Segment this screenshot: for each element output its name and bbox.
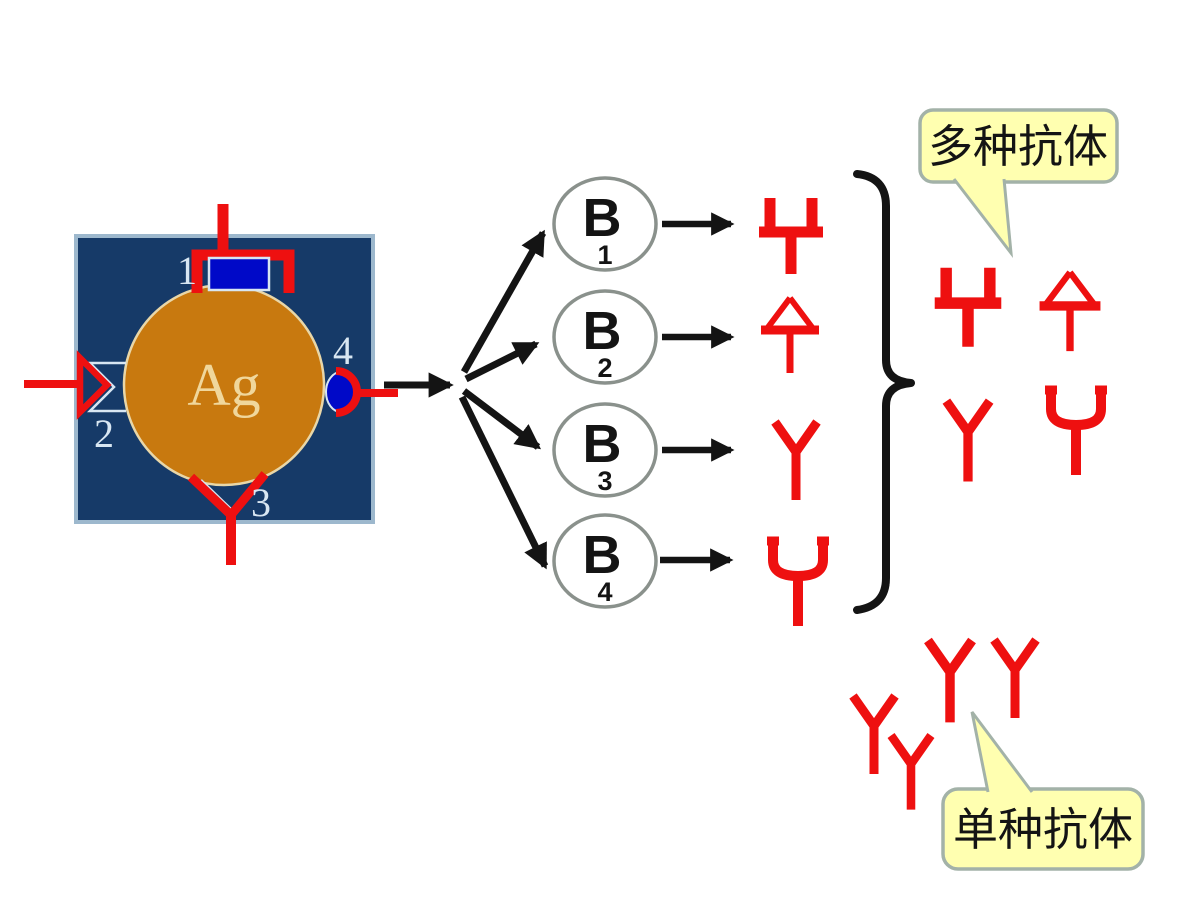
antibody-y-b3 xyxy=(775,422,817,500)
epitope-2-chevron xyxy=(86,361,126,413)
antibody-triangle-sample xyxy=(1040,272,1101,351)
b-cell-2-circle xyxy=(552,289,658,385)
b-cell-2-subscript: 2 xyxy=(597,353,612,383)
antigen-group: Ag 1 2 3 4 xyxy=(24,204,398,565)
antibody-square-u-b1 xyxy=(759,198,823,274)
b-cell-3: B 3 xyxy=(552,402,735,498)
antibody-y-clone-4 xyxy=(891,736,931,810)
b-cell-1-subscript: 1 xyxy=(597,240,612,270)
antibody-y-clone-2 xyxy=(994,640,1036,718)
b-cell-2: B 2 xyxy=(552,289,735,385)
arrow-to-b3 xyxy=(461,388,542,450)
callout-multiple-bubble xyxy=(918,108,1119,184)
callout-single-antibody: 单种抗体 xyxy=(941,711,1145,871)
b-cell-4-circle xyxy=(552,513,658,609)
antibody-round-u-b4 xyxy=(767,541,829,626)
b-cell-4: B 4 xyxy=(552,513,734,609)
antibody-clamp-top xyxy=(191,249,295,293)
epitope-2-label: 2 xyxy=(94,411,114,456)
b-cell-2-label: B xyxy=(583,301,622,361)
callout-multiple-tail xyxy=(952,178,1013,259)
callout-multiple-antibodies: 多种抗体 xyxy=(918,108,1119,259)
epitope-1-label: 1 xyxy=(177,248,197,293)
antigen-label: Ag xyxy=(187,352,260,418)
antibody-triangle-left xyxy=(76,350,112,420)
b-cell-4-label: B xyxy=(583,525,622,585)
antibody-round-u-sample xyxy=(1045,390,1107,475)
arrow-to-b4 xyxy=(458,395,549,570)
b-cell-4-subscript: 4 xyxy=(597,577,612,607)
callout-multiple-label: 多种抗体 xyxy=(928,121,1108,172)
b-cell-3-circle xyxy=(552,402,658,498)
b-cell-3-subscript: 3 xyxy=(597,466,612,496)
arrow-to-b2 xyxy=(464,340,540,383)
callout-single-bubble xyxy=(941,787,1145,871)
curly-brace xyxy=(853,170,915,614)
epitope-1-square xyxy=(207,256,271,292)
arrow-to-b1 xyxy=(460,229,547,374)
b-cell-3-label: B xyxy=(583,414,622,474)
b-cell-1-label: B xyxy=(583,188,622,248)
antibody-square-u-sample xyxy=(935,268,1002,347)
antibody-y-clone-3 xyxy=(853,696,895,774)
antibody-triangle-b2 xyxy=(761,298,819,373)
callout-single-label: 单种抗体 xyxy=(953,804,1133,855)
antibody-y-clone-1 xyxy=(928,641,972,723)
antibody-clamp-bottom xyxy=(187,471,269,519)
epitope-4-label: 4 xyxy=(333,328,353,373)
b-cell-1-circle xyxy=(552,176,658,272)
multiple-antibody-group xyxy=(935,268,1107,482)
callout-single-tail xyxy=(970,711,1034,793)
antibody-y-sample xyxy=(946,401,989,481)
epitope-3-label: 3 xyxy=(251,480,271,525)
b-cell-1: B 1 xyxy=(552,176,735,272)
